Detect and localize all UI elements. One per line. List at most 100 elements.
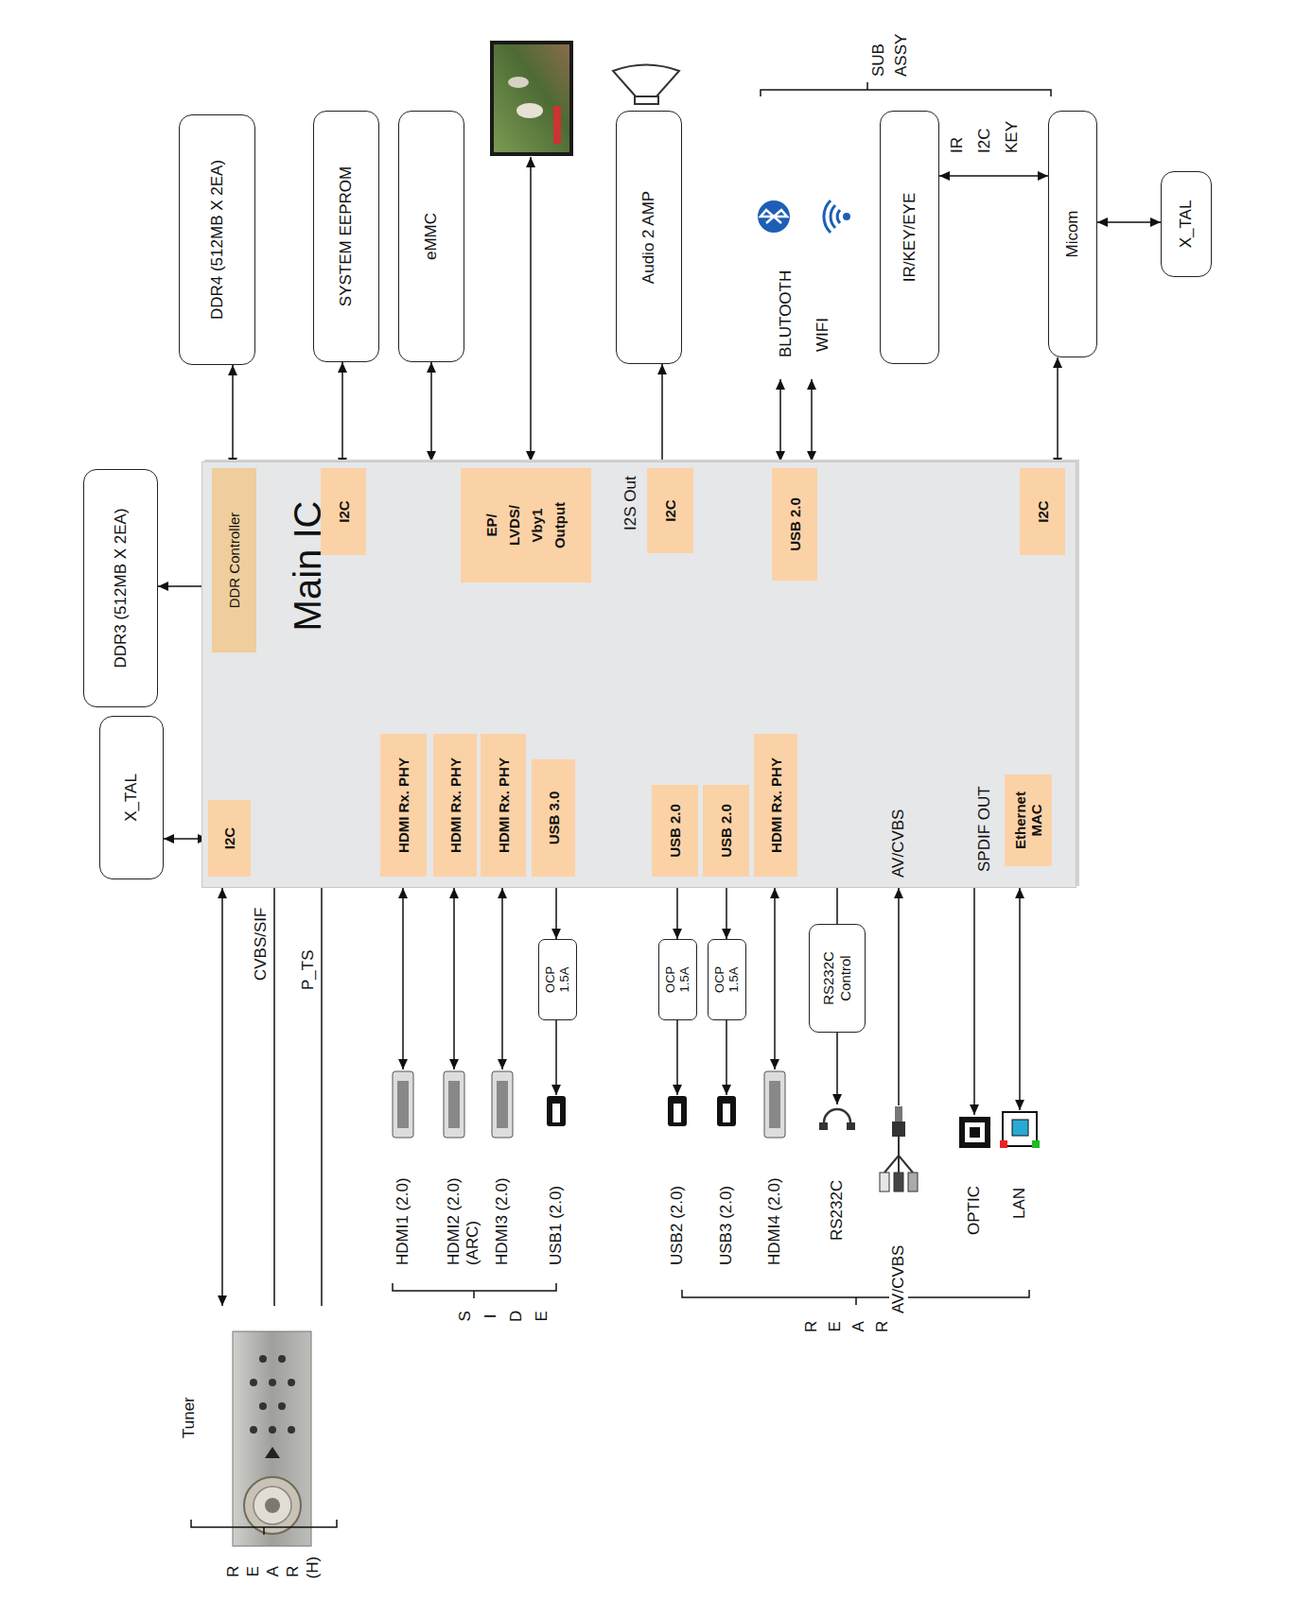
- signal-wire: [221, 888, 224, 1307]
- usb-block: USB 2.0: [651, 785, 699, 877]
- eeprom-box: SYSTEM EEPROM: [313, 110, 380, 363]
- tuner-picture: [268, 1379, 277, 1387]
- tuner-picture: [232, 1331, 312, 1547]
- node-text: SYSTEM EEPROM: [336, 166, 356, 307]
- composite-cable-symbol: [893, 1172, 904, 1192]
- port-label: HDMI3 (2.0): [492, 1177, 512, 1266]
- composite-cable-symbol: [879, 1106, 918, 1192]
- lan-port-symbol: [1002, 1112, 1037, 1147]
- sub-assy-box: IR/KEY/EYE: [879, 110, 940, 365]
- i2c-block: I2C: [647, 468, 694, 554]
- hdmi-port-symbol: [491, 1071, 513, 1138]
- group-bracket: [760, 82, 1051, 97]
- tuner-picture: [259, 1402, 267, 1411]
- headphone-jack-symbol: [819, 1109, 856, 1131]
- port-label: AV/CVBS: [889, 1242, 909, 1317]
- group-bracket: [191, 1520, 337, 1536]
- node-text: DDR Controller: [226, 512, 243, 610]
- part-label: Tuner: [179, 1397, 199, 1439]
- node-text: USB 3.0: [545, 791, 562, 846]
- emmc-box: eMMC: [398, 110, 465, 363]
- node-text: RS232C Control: [820, 951, 855, 1006]
- headphone-jack-symbol: [819, 1122, 828, 1131]
- wifi-symbol: [830, 205, 836, 228]
- memory-box: DDR3 (512MB X 2EA): [83, 469, 158, 708]
- hdmi-port-symbol: [443, 1071, 465, 1138]
- optical-port-symbol: [969, 1127, 980, 1138]
- headphone-jack-symbol: [823, 1109, 851, 1123]
- signal-wire: [973, 888, 976, 1116]
- node-text: Micom: [1063, 210, 1083, 258]
- panel-picture: [553, 105, 561, 144]
- tuner-picture: [249, 1426, 258, 1435]
- node-text: USB 2.0: [717, 804, 735, 858]
- node-text: X_TAL: [1176, 200, 1196, 249]
- group-bracket: [682, 1290, 1030, 1306]
- ocp-box: OCP 1.5A: [707, 939, 747, 1021]
- node-text: DDR4 (512MB X 2EA): [208, 159, 228, 320]
- tuner-picture: [287, 1426, 296, 1435]
- signal-wire: [676, 1020, 679, 1096]
- i2c-block: I2C: [1019, 468, 1066, 556]
- lan-port-symbol: [999, 1140, 1008, 1149]
- composite-cable-symbol: [884, 1137, 913, 1173]
- hdmi-phy-block: HDMI Rx. PHY: [380, 734, 427, 877]
- hdmi-port-symbol: [764, 1071, 786, 1138]
- signal-label: CVBS/SIF: [251, 908, 271, 981]
- port-label: RS232C: [827, 1180, 847, 1242]
- signal-wire: [725, 1020, 728, 1096]
- ocp-box: OCP 1.5A: [658, 939, 698, 1021]
- signal-label: AV/CVBS: [889, 809, 909, 878]
- signal-wire: [1018, 888, 1021, 1111]
- signal-wire: [555, 1020, 558, 1096]
- tuner-picture: [268, 1426, 277, 1435]
- node-text: Audio 2 AMP: [639, 191, 659, 284]
- crystal-box: X_TAL: [99, 716, 164, 880]
- usb-block: USB 2.0: [771, 468, 818, 581]
- amplifier-box: Audio 2 AMP: [615, 110, 683, 365]
- optical-port-symbol: [959, 1117, 991, 1149]
- composite-cable-symbol: [894, 1106, 903, 1123]
- node-text: HDMI Rx. PHY: [768, 757, 785, 854]
- wireless-label: WIFI: [813, 317, 833, 352]
- node-text: I2C: [662, 499, 679, 522]
- tuner-picture: [232, 1331, 312, 1547]
- signal-label: SPDIF OUT: [975, 786, 995, 873]
- bluetooth-symbol: [760, 210, 788, 224]
- wifi-symbol: [837, 210, 840, 224]
- signal-label: I2S Out: [621, 475, 641, 531]
- bracket-label: REAR (H): [223, 1564, 323, 1579]
- tuner-picture: [259, 1355, 267, 1364]
- signal-wire: [501, 888, 504, 1070]
- usb-port-symbol: [546, 1096, 566, 1127]
- group-bracket: [392, 1283, 557, 1299]
- usb-port-symbol: [546, 1096, 736, 1127]
- node-text: OCP 1.5A: [713, 966, 741, 994]
- signal-wire: [273, 888, 276, 1307]
- composite-cable-symbol: [879, 1172, 890, 1192]
- port-label: HDMI2 (2.0) (ARC): [444, 1159, 483, 1266]
- node-text: OCP 1.5A: [664, 966, 692, 994]
- tuner-picture: [244, 1477, 301, 1535]
- signal-wire: [810, 379, 813, 462]
- hdmi-port-symbol: [392, 1071, 414, 1138]
- panel-picture: [516, 103, 543, 119]
- speaker-symbol: [612, 65, 680, 105]
- signal-wire: [529, 157, 532, 462]
- node-text: DDR3 (512MB X 2EA): [111, 507, 131, 668]
- signal-wire: [836, 1032, 839, 1105]
- node-text: I2C: [1034, 500, 1051, 523]
- connector: [1056, 357, 1059, 469]
- usb-port-symbol: [552, 1103, 560, 1123]
- hdmi-port-symbol: [769, 1081, 781, 1129]
- tuner-picture: [278, 1355, 286, 1364]
- connector: [939, 175, 1049, 177]
- optical-port-symbol: [959, 1117, 991, 1149]
- hdmi-phy-block: HDMI Rx. PHY: [480, 734, 526, 877]
- ddr-controller-block: DDR Controller: [211, 468, 257, 653]
- port-label: OPTIC: [964, 1186, 984, 1236]
- connector: [1097, 221, 1161, 224]
- hdmi-port-symbol: [448, 1081, 460, 1129]
- node-text: HDMI Rx. PHY: [447, 757, 464, 854]
- signal-label: P_TS: [298, 949, 318, 991]
